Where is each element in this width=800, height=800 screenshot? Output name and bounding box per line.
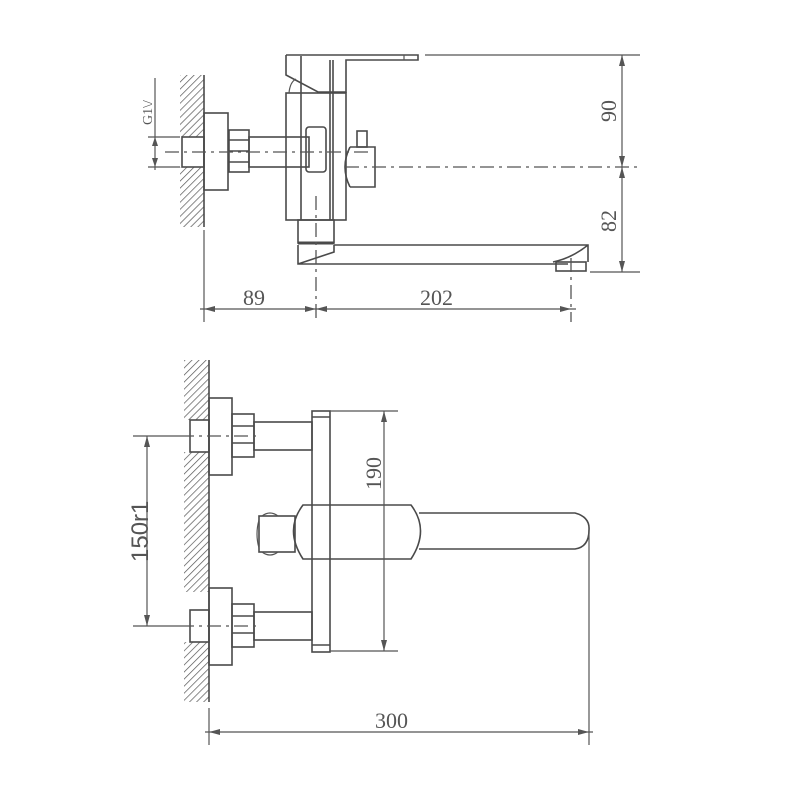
hex-nut [228,129,250,173]
lever-handle [285,54,419,94]
dim-150r1: 150r1 [127,501,154,562]
body-height-dimension: 190 [361,411,387,651]
dim-90: 90 [596,100,621,122]
dim-300: 300 [375,708,408,733]
handle-oval [292,504,422,560]
top-view: 150r1 190 300 [127,360,593,745]
wall-section-top [180,75,205,227]
shower-diverter [344,130,376,188]
dim-82: 82 [596,210,621,232]
dim-202: 202 [420,285,453,310]
diverter-knob [305,126,327,173]
vertical-dimensions: 90 82 [425,54,640,273]
total-projection-dimension: 300 [205,708,593,745]
spout-top [419,512,590,550]
dim-89: 89 [243,285,265,310]
inlet-spacing-dimension: 150r1 [127,435,260,627]
spout [297,219,589,272]
thread-label: G1\/ [141,100,156,125]
diverter-knob-top [256,512,296,556]
horizontal-dimensions-top: 89 202 [200,230,576,322]
body-bar [311,410,398,653]
dim-190: 190 [361,457,386,490]
wall-section-bottom [184,360,210,702]
thread-dimension: G1\/ [141,78,180,170]
side-view: G1\/ 90 82 89 202 [141,54,640,322]
